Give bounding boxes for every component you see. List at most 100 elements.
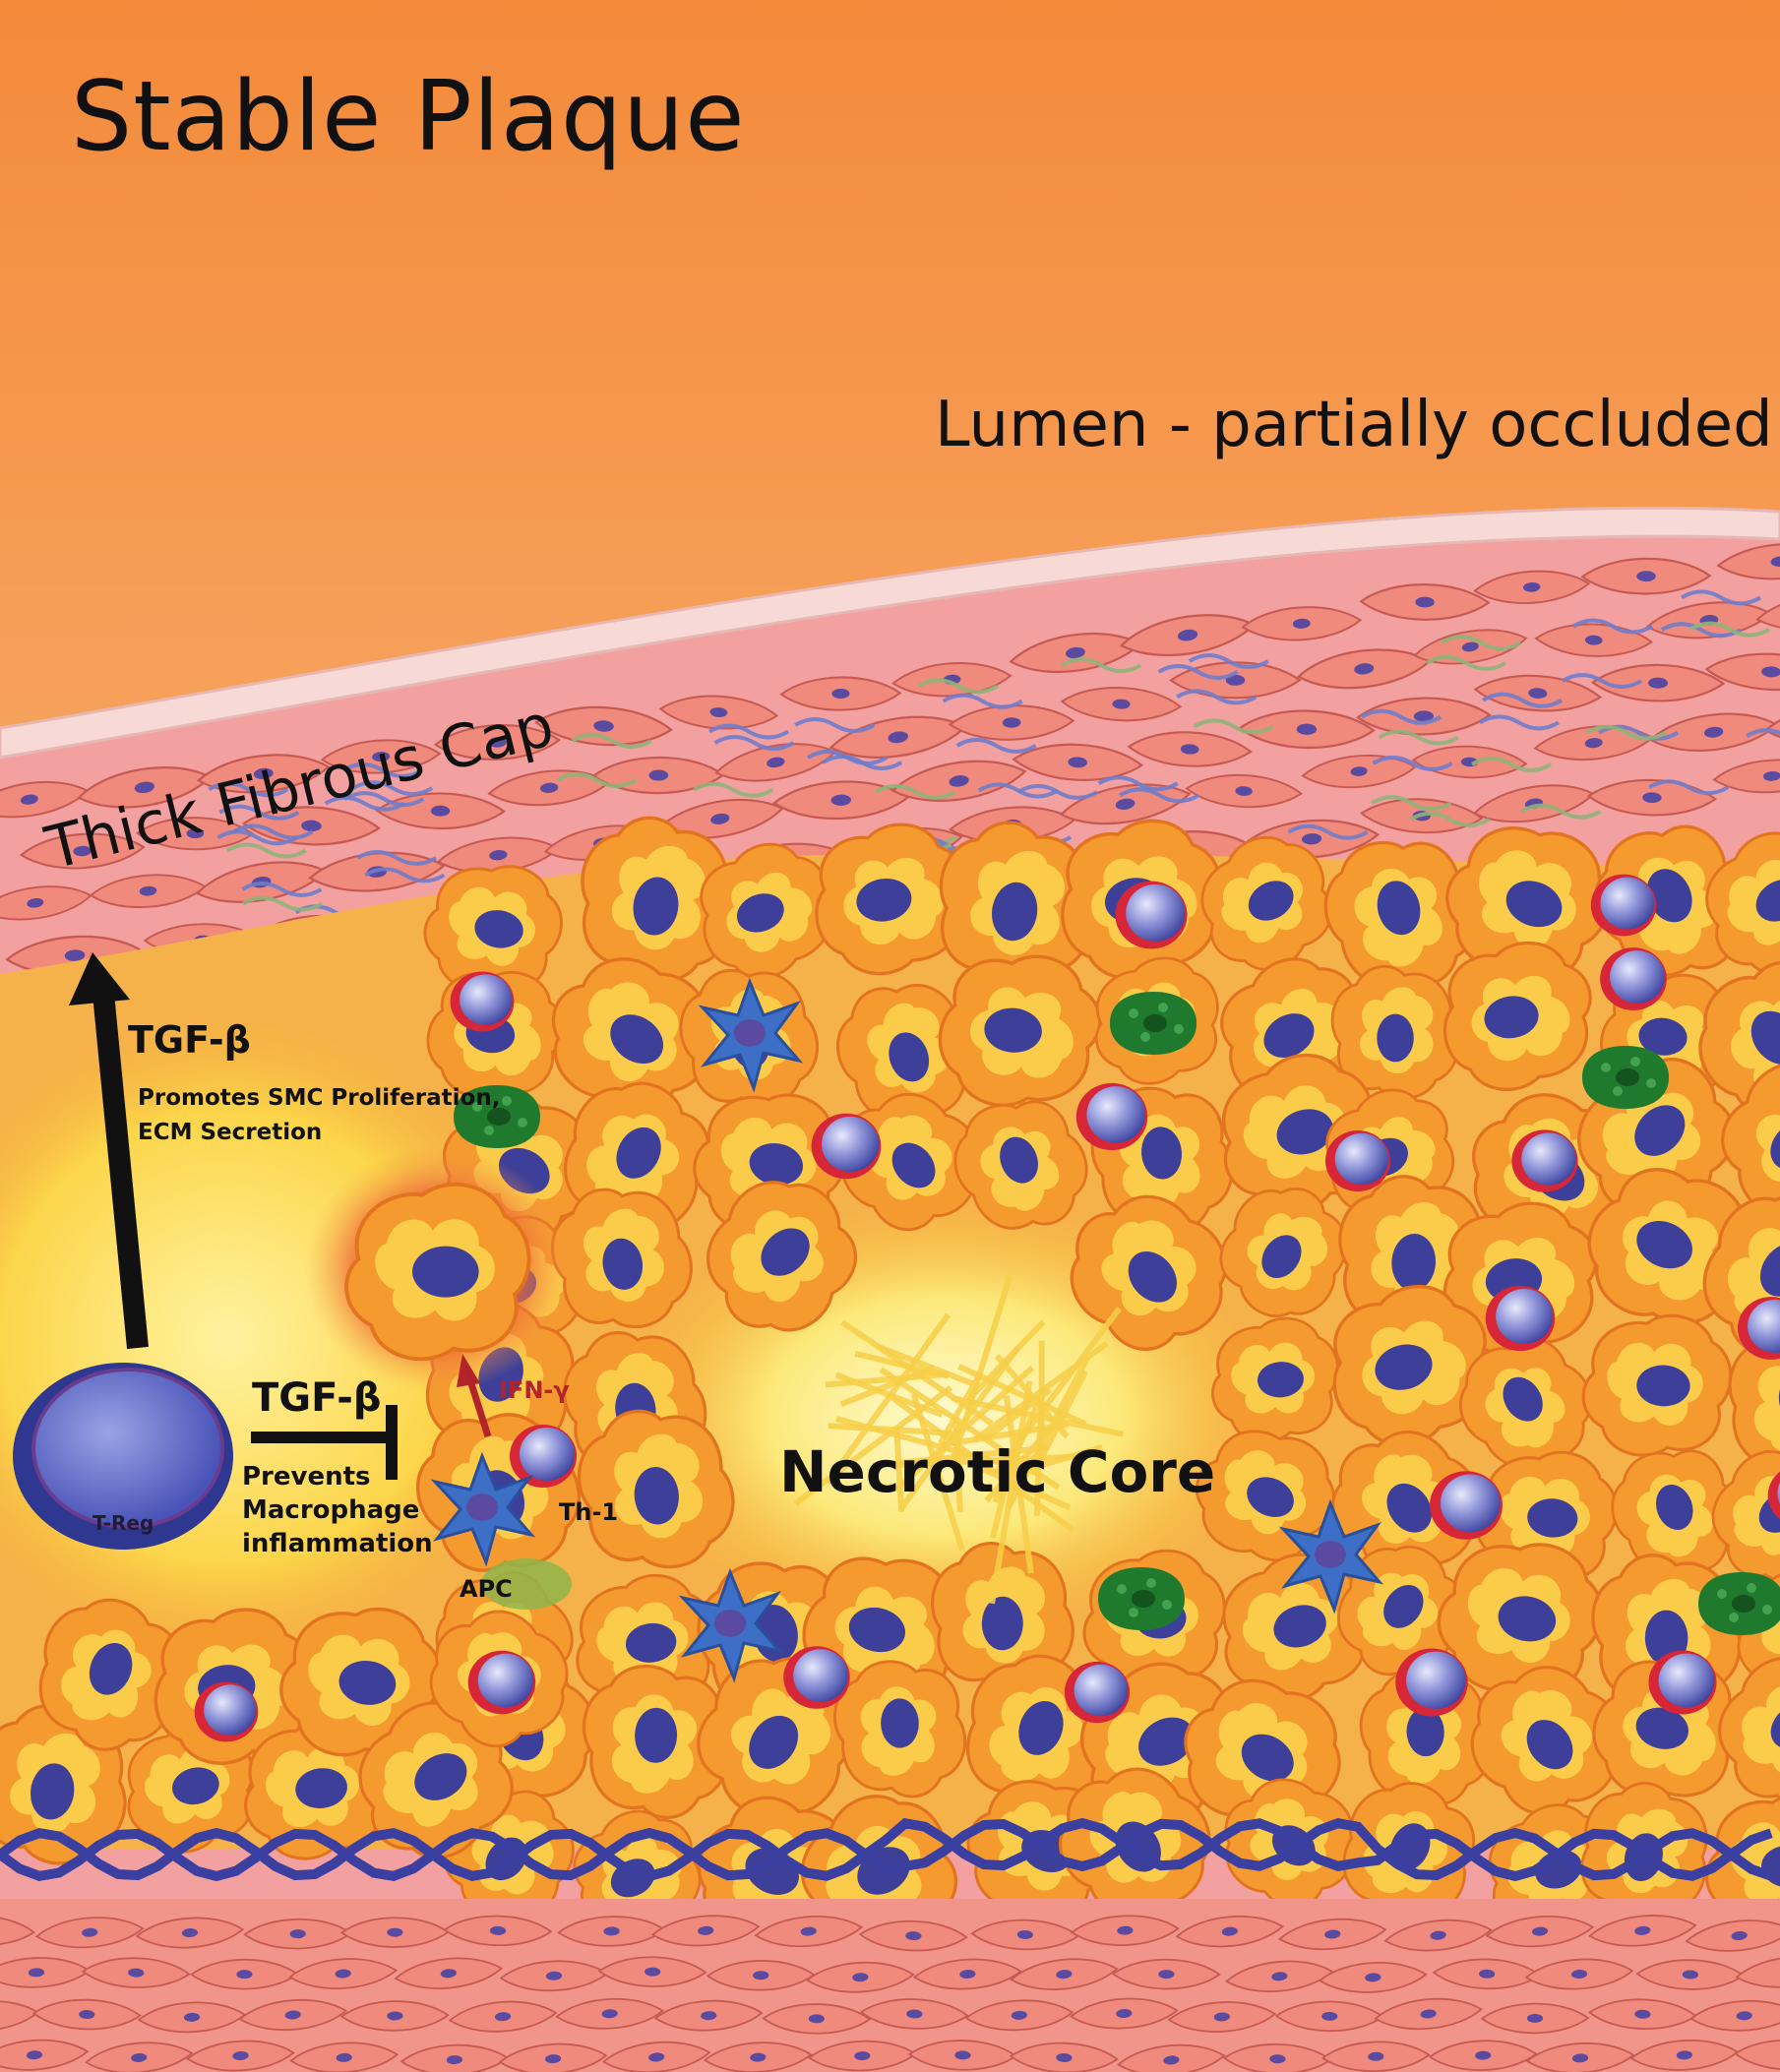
cholesterol-crystal [896, 1453, 1078, 1468]
collagen-fiber [875, 783, 956, 800]
collagen-fiber [1188, 653, 1269, 670]
t-cell-icon [1395, 1648, 1468, 1717]
collagen-fibers [208, 589, 1780, 990]
cholesterol-crystal [825, 1312, 951, 1486]
collagen-fiber [208, 781, 289, 798]
collagen-fiber [977, 782, 1059, 799]
collagen-fiber [708, 723, 790, 740]
collagen-fiber [794, 716, 876, 733]
collagen-fiber [1660, 622, 1742, 639]
internal-elastic-lamina [0, 1817, 1773, 1882]
collagen-fiber [356, 849, 438, 866]
cholesterol-crystal [893, 1365, 1035, 1493]
granule-cell-icon [1698, 1572, 1780, 1635]
collagen-fiber [1470, 756, 1552, 772]
t-cell-icon [1325, 1129, 1390, 1192]
t-cell-icon [1430, 1471, 1503, 1540]
cholesterol-crystal [939, 1421, 1070, 1449]
collagen-fiber [341, 762, 423, 778]
tgf-beta-inhibition [251, 1405, 398, 1480]
collagen-fiber [942, 693, 1023, 709]
collagen-fiber [1426, 654, 1507, 671]
tgf-beta-arrow [69, 952, 149, 1350]
collagen-fiber [218, 804, 300, 821]
cholesterol-crystal [876, 1343, 980, 1389]
collagen-fiber [343, 791, 425, 808]
cholesterol-crystal [825, 1371, 950, 1388]
collagen-fiber [352, 780, 434, 797]
t-reg-cell-icon [13, 1363, 233, 1550]
t-cell-icon [1075, 1082, 1148, 1151]
cholesterol-crystal [840, 1319, 994, 1427]
collagen-fiber [571, 732, 652, 749]
t-cell-icon [1648, 1650, 1717, 1715]
collagen-fiber [1746, 728, 1780, 738]
collagen-fiber [364, 867, 446, 884]
granule-cell-icon [1582, 1046, 1669, 1109]
collagen-fiber [917, 678, 999, 695]
cholesterol-crystal [898, 1345, 1020, 1511]
collagen-fiber [1482, 692, 1564, 708]
t-cell-icon [467, 1650, 536, 1715]
granule-cell-icon [1110, 992, 1197, 1055]
tgf-beta-lower-description: Prevents Macrophage inflammation [242, 1462, 433, 1558]
collagen-fiber [241, 881, 323, 897]
ifn-gamma-arrow [457, 1354, 492, 1438]
t-cell-icon [1115, 881, 1188, 949]
collagen-fiber [1378, 729, 1459, 746]
collagen-fiber [241, 895, 324, 912]
t-cell-icon [1590, 874, 1657, 937]
collagen-fiber [225, 842, 307, 859]
inflamed-macrophage-icon [344, 1182, 531, 1362]
collagen-fiber [1441, 635, 1522, 651]
lumen-label: Lumen - partially occluded [935, 389, 1773, 461]
collagen-fiber [1520, 803, 1602, 820]
collagen-fiber [693, 781, 774, 798]
collagen-fiber [955, 737, 1037, 754]
collagen-fiber [1097, 775, 1179, 792]
collagen-fiber [1287, 823, 1369, 840]
collagen-fiber [1571, 618, 1653, 635]
cholesterol-crystal [951, 1395, 1124, 1437]
collagen-fiber [556, 771, 638, 788]
collagen-fiber [1478, 714, 1560, 731]
collagen-fiber [1360, 708, 1442, 725]
granule-cell-icon [1098, 1567, 1185, 1630]
tgf-beta-lower-label: TGF-β [252, 1375, 382, 1421]
collagen-fiber [1680, 589, 1762, 606]
collagen-fiber [1409, 811, 1491, 827]
page-title: Stable Plaque [71, 61, 746, 173]
collagen-fiber [1193, 718, 1274, 735]
cholesterol-crystal [893, 1432, 905, 1512]
necrotic-core-label: Necrotic Core [779, 1438, 1216, 1505]
t-reg-label: T-Reg [92, 1511, 154, 1535]
t-cell-icon [783, 1646, 850, 1709]
ifn-gamma-label: IFN-γ [499, 1376, 570, 1404]
collagen-fiber [232, 823, 314, 840]
foam-cell-icon [1579, 1310, 1735, 1460]
collagen-fiber [1371, 795, 1452, 812]
apc-label: APC [460, 1575, 513, 1603]
collagen-fiber [324, 795, 405, 812]
collagen-fiber [1061, 657, 1142, 674]
t-cell-icon [1600, 947, 1667, 1010]
cholesterol-crystal [938, 1372, 983, 1445]
collagen-fiber [713, 734, 795, 751]
collagen-fiber [1372, 755, 1453, 771]
th1-label: Th-1 [559, 1498, 619, 1526]
apc-granule-icon [481, 1558, 572, 1610]
collagen-fiber [216, 829, 298, 846]
collagen-fiber [1561, 673, 1642, 690]
collagen-fiber [1688, 621, 1770, 638]
collagen-fiber [1176, 689, 1258, 705]
collagen-fiber [1585, 724, 1667, 741]
endothelium [0, 506, 1780, 760]
t-cell-icon [811, 1113, 882, 1180]
cholesterol-crystal [1006, 1356, 1090, 1509]
t-cell-icon [1064, 1661, 1131, 1724]
t-cell-icon [194, 1681, 259, 1742]
collagen-fiber [1648, 779, 1730, 796]
cholesterol-crystal [967, 1319, 1046, 1401]
cholesterol-crystal [989, 1380, 1033, 1605]
